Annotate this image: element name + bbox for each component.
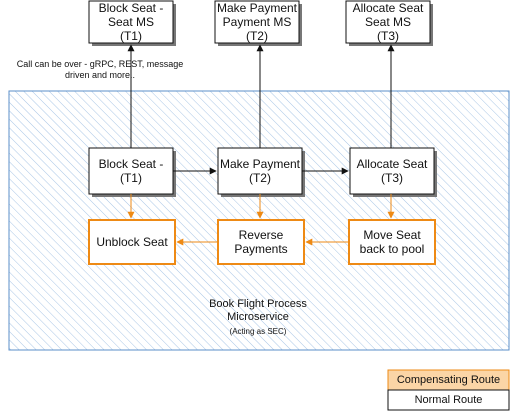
process-box-t3[interactable]	[349, 147, 435, 195]
service-boxes	[88, 0, 433, 46]
process-label-t1: Block Seat - (T1)	[98, 156, 164, 185]
call-note: Call can be over - gRPC, REST, message d…	[16, 59, 184, 80]
compensation-label-unblock: Unblock Seat	[96, 234, 168, 249]
service-box-t3[interactable]	[345, 0, 431, 44]
service-label-t3: Allocate Seat Seat MS (T3)	[352, 0, 424, 44]
service-label-t2: Make Payment Payment MS (T2)	[216, 0, 298, 44]
container-subtitle: (Acting as SEC)	[229, 327, 287, 337]
service-box-t2[interactable]	[214, 0, 300, 44]
compensating-arrows	[127, 194, 395, 246]
service-box-t1[interactable]	[88, 0, 174, 44]
legend-normal-label: Normal Route	[414, 393, 483, 406]
compensation-label-move: Move Seat back to pool	[359, 227, 425, 256]
process-step-boxes	[88, 147, 437, 197]
legend-compensating-label: Compensating Route	[396, 373, 501, 386]
normal-arrows	[127, 44, 395, 175]
compensation-box-reverse[interactable]	[217, 219, 305, 265]
service-label-t1: Block Seat - Seat MS (T1)	[98, 0, 164, 44]
compensation-box-unblock[interactable]	[88, 219, 176, 265]
legend	[387, 369, 510, 411]
process-label-t2: Make Payment (T2)	[219, 156, 301, 185]
compensation-label-reverse: Reverse Payments	[234, 227, 288, 256]
process-label-t3: Allocate Seat (T3)	[356, 156, 428, 185]
container-title: Book Flight Process Microservice	[209, 298, 307, 323]
legend-normal-box	[387, 389, 510, 411]
